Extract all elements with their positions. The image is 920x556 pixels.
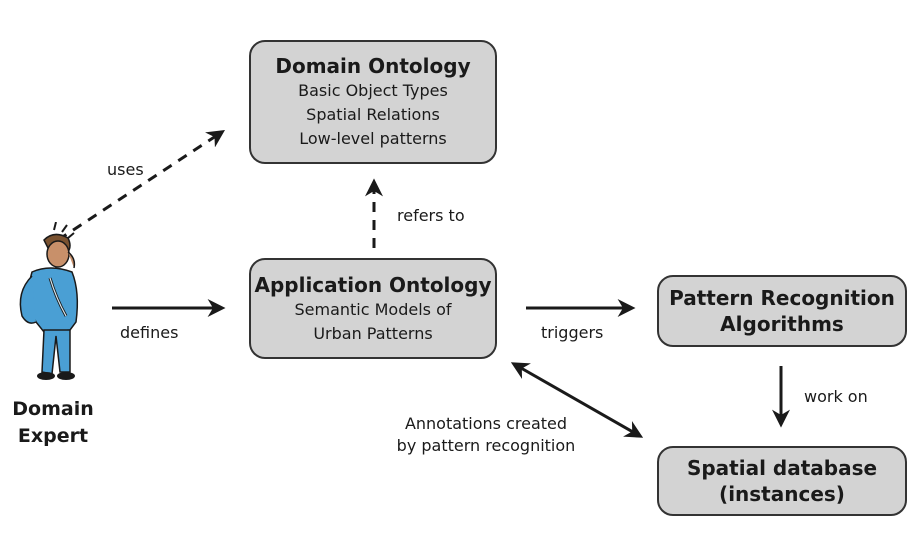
spatial-database-node: Spatial database (instances) (657, 446, 907, 516)
annotations-label-line-1: Annotations created (404, 414, 568, 433)
domain-ontology-line-2: Spatial Relations (306, 105, 440, 124)
annotations-label-line-2: by pattern recognition (396, 436, 576, 455)
refers-to-label: refers to (397, 206, 465, 225)
pattern-recognition-title-line-2: Algorithms (720, 312, 844, 336)
domain-ontology-node: Domain Ontology Basic Object Types Spati… (249, 40, 497, 164)
domain-ontology-line-1: Basic Object Types (298, 81, 448, 100)
pattern-recognition-node: Pattern Recognition Algorithms (657, 275, 907, 347)
triggers-label: triggers (541, 323, 604, 342)
spatial-database-title-line-2: (instances) (719, 482, 845, 506)
spatial-database-title-line-1: Spatial database (686, 456, 878, 480)
domain-ontology-title: Domain Ontology (275, 54, 471, 78)
domain-expert-label-line-1: Domain (12, 398, 94, 420)
domain-expert-figure (19, 222, 79, 380)
uses-label: uses (107, 160, 144, 179)
pattern-recognition-title-line-1: Pattern Recognition (669, 286, 895, 310)
application-ontology-line-2: Urban Patterns (313, 323, 433, 343)
domain-expert-label-line-2: Expert (17, 425, 89, 447)
domain-expert-label: Domain Expert (0, 396, 106, 450)
annotations-label: Annotations created by pattern recogniti… (388, 413, 584, 457)
domain-ontology-line-3: Low-level patterns (299, 129, 447, 148)
work-on-label: work on (804, 387, 868, 406)
application-ontology-line-1: Semantic Models of (294, 299, 452, 319)
application-ontology-title: Application Ontology (254, 272, 492, 297)
defines-label: defines (120, 323, 179, 342)
annotations-arrow (510, 362, 644, 438)
application-ontology-node: Application Ontology Semantic Models of … (249, 258, 497, 359)
uses-arrow (57, 130, 226, 242)
